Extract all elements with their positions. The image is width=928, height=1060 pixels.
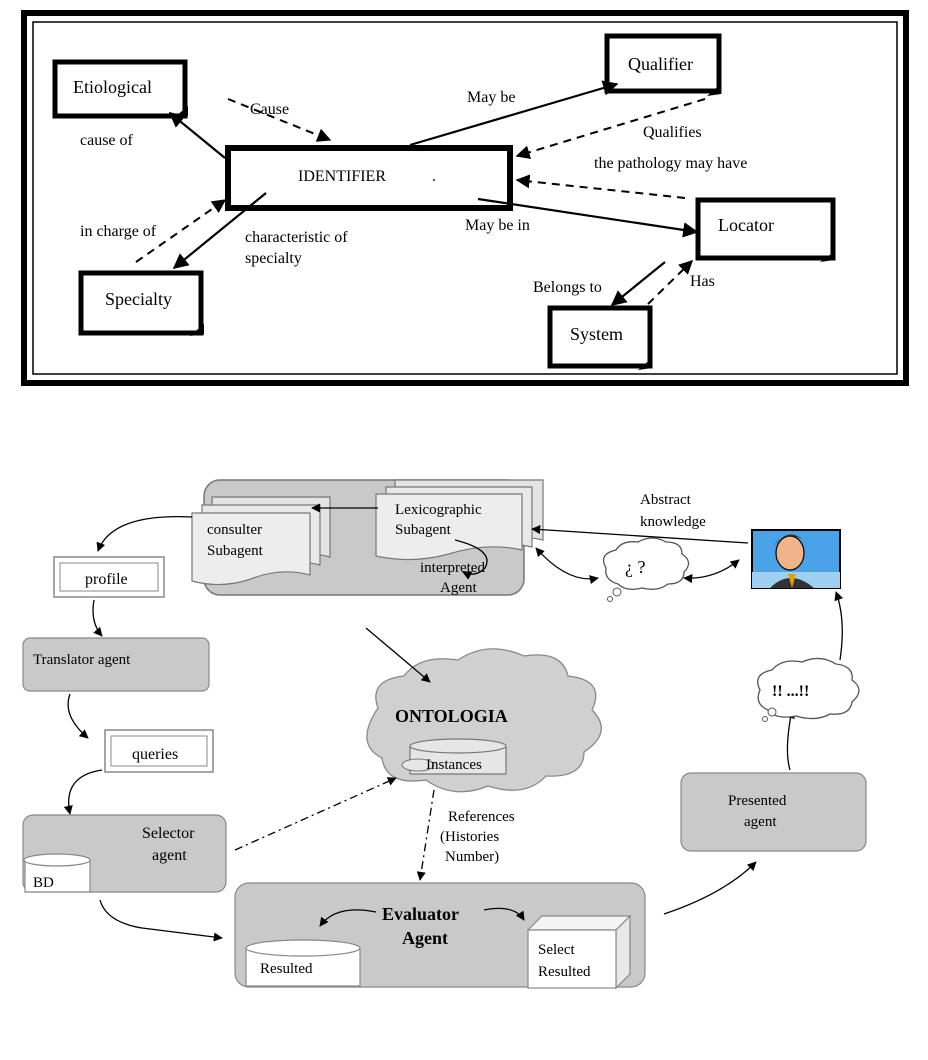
user-avatar <box>751 529 841 589</box>
arrow-bubble-to-user-avatar <box>834 591 844 661</box>
consulter-label-line1: consulter <box>207 522 262 538</box>
question-bubble-text: ¿ ? <box>625 557 645 577</box>
edge-has <box>647 260 694 305</box>
edge-qualifies <box>515 98 706 160</box>
selector-label-line1: Selector <box>142 825 195 842</box>
arrow-bubble-to-agent <box>535 547 599 585</box>
label-in-charge-of: in charge of <box>80 223 157 240</box>
translator-agent-box <box>22 637 210 692</box>
edge-belongs-to <box>610 261 666 306</box>
arrow-evaluator-to-select <box>483 907 525 921</box>
ontologia-label: ONTOLOGIA <box>395 706 508 726</box>
node-qualifier: Qualifier <box>604 33 722 96</box>
label-characteristic-of: characteristic of <box>245 229 348 246</box>
references-label-line2: (Histories <box>440 829 499 845</box>
select-resulted-line2: Resulted <box>538 964 591 980</box>
label-may-be-in: May be in <box>465 217 530 234</box>
label-may-be: May be <box>467 89 515 106</box>
arrow-user-to-lexico <box>531 524 749 544</box>
ontologia-cloud: ONTOLOGIA Instances <box>366 648 602 793</box>
abstract-label-line2: knowledge <box>640 514 706 530</box>
node-locator-label: Locator <box>718 215 774 235</box>
arrow-presented-to-bubble <box>785 709 795 771</box>
presented-agent-box <box>680 772 867 852</box>
exclaim-bubble-text: !! ...!! <box>772 683 809 700</box>
arrow-ontologia-to-evaluator <box>416 789 435 881</box>
edge-in-charge-of <box>135 199 227 263</box>
node-etiological-label: Etiological <box>73 77 152 97</box>
arrow-queries-to-selector <box>63 769 103 815</box>
resulted-database: Resulted <box>245 939 361 987</box>
lexicographic-subagent: Lexicographic Subagent <box>375 479 544 561</box>
arrow-evaluator-to-presented <box>663 861 757 915</box>
references-label-line3: Number) <box>445 849 499 865</box>
question-bubble: ¿ ? <box>602 537 690 602</box>
edge-characteristic-of <box>172 192 267 269</box>
evaluator-label-line2: Agent <box>402 928 448 948</box>
arrow-translator-to-queries <box>67 693 89 739</box>
abstract-label-line1: Abstract <box>640 492 692 508</box>
label-pathology-may-have: the pathology may have <box>594 155 747 172</box>
node-identifier: IDENTIFIER . <box>225 145 513 211</box>
arrow-bd-to-evaluator <box>99 899 223 942</box>
exclaim-bubble: !! ...!! <box>757 657 860 722</box>
arrow-lexico-loop <box>454 539 488 580</box>
top-diagram: Etiological IDENTIFIER . Qualifier Locat… <box>21 10 909 386</box>
queries-label: queries <box>132 746 178 763</box>
arrow-selector-to-ontologia <box>234 777 397 851</box>
edge-may-be <box>409 80 619 147</box>
select-resulted-cube: Select Resulted <box>526 914 632 990</box>
bd-database: BD <box>23 853 91 893</box>
node-identifier-dot: . <box>432 168 436 185</box>
queries-box: queries <box>104 729 214 773</box>
selector-label-line2: agent <box>152 847 187 864</box>
edge-identifier-to-etiological <box>168 112 226 159</box>
interpreted-label-line2: Agent <box>440 580 477 596</box>
instances-label: Instances <box>426 757 482 773</box>
label-specialty: specialty <box>245 250 302 267</box>
node-locator: Locator <box>695 197 836 262</box>
arrow-consulter-to-profile <box>96 515 193 552</box>
label-qualifies: Qualifies <box>643 124 702 141</box>
lexicographic-label-line2: Subagent <box>395 522 452 538</box>
select-resulted-line1: Select <box>538 942 575 958</box>
bottom-diagram: consulter Subagent Lexicographic Subagen… <box>22 479 867 990</box>
label-has: Has <box>690 273 715 290</box>
profile-label: profile <box>85 571 128 588</box>
node-etiological: Etiological <box>52 59 188 119</box>
node-qualifier-label: Qualifier <box>628 54 693 74</box>
arrow-evaluator-to-resulted <box>319 909 377 927</box>
label-cause-of: cause of <box>80 132 134 149</box>
arrow-bubble-to-user <box>683 559 740 584</box>
bd-label: BD <box>33 875 54 891</box>
presented-label-line2: agent <box>744 814 777 830</box>
consulter-label-line2: Subagent <box>207 543 264 559</box>
node-specialty: Specialty <box>78 270 204 336</box>
label-cause: Cause <box>250 101 289 118</box>
presented-label-line1: Presented <box>728 793 787 809</box>
consulter-subagent: consulter Subagent <box>191 496 331 586</box>
edge-may-be-in <box>477 197 699 238</box>
node-specialty-label: Specialty <box>105 289 172 309</box>
edge-cause <box>227 98 332 142</box>
node-system: System <box>547 305 653 370</box>
arrow-profile-to-translator <box>92 599 103 637</box>
evaluator-label-line1: Evaluator <box>382 904 459 924</box>
node-identifier-label: IDENTIFIER <box>298 168 386 185</box>
top-diagram-inner-frame <box>32 21 898 375</box>
resulted-label: Resulted <box>260 961 313 977</box>
arrow-agent-to-ontologia <box>365 627 431 683</box>
label-belongs-to: Belongs to <box>533 279 602 296</box>
node-system-label: System <box>570 324 623 344</box>
references-label-line1: References <box>448 809 515 825</box>
translator-label: Translator agent <box>33 652 131 668</box>
profile-box: profile <box>53 556 165 598</box>
edge-pathology-may-have <box>515 174 686 199</box>
instances-database: Instances <box>401 738 507 775</box>
lexicographic-label-line1: Lexicographic <box>395 502 482 518</box>
